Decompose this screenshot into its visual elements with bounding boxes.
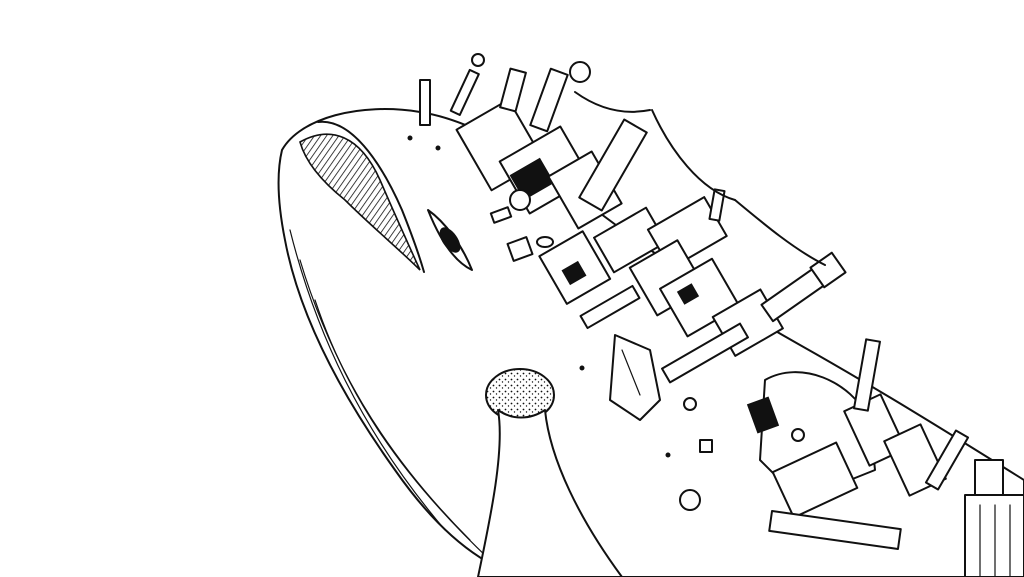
whale-body	[277, 108, 1024, 577]
city-on-back	[407, 53, 1024, 577]
cables	[574, 91, 826, 266]
whale-eye	[427, 209, 473, 271]
whale-mouth	[299, 120, 425, 273]
whale-spout	[477, 368, 623, 577]
